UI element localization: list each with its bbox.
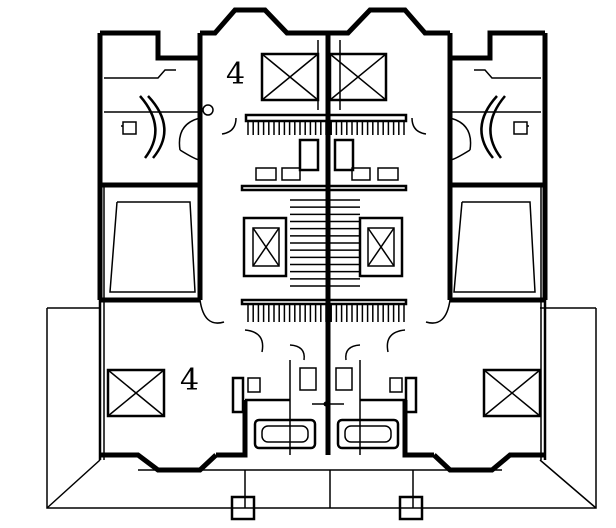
- toilets-lower: [299, 367, 353, 407]
- room-label-lower: 4: [180, 363, 199, 398]
- elevator-right: [358, 216, 404, 278]
- stair-core: [197, 100, 453, 455]
- sink-left: [231, 376, 261, 414]
- bathtub-left: [253, 418, 317, 450]
- room-label-upper: 4: [226, 57, 245, 92]
- bathtub-right: [336, 418, 400, 450]
- stair-treads-middle: [290, 199, 360, 287]
- terrace-outline: [46, 307, 597, 509]
- stair-treads-upper: [247, 121, 405, 135]
- bathrooms-lower: [216, 360, 434, 458]
- lower-right-wing: [432, 297, 545, 473]
- stair-treads-lower: [247, 304, 405, 322]
- lower-left-wing: [100, 297, 218, 473]
- desk-chair-right: [480, 95, 529, 159]
- elevator-left: [242, 216, 288, 278]
- wardrobe-right: [453, 201, 536, 293]
- door-swings: [178, 104, 472, 324]
- column-footing-right: [398, 495, 424, 521]
- sink-right: [389, 376, 418, 414]
- column-footing-left: [230, 495, 256, 521]
- toilet-upper-left: [298, 138, 320, 172]
- wardrobe-left: [109, 201, 196, 293]
- upper-bedroom: [200, 7, 450, 185]
- fixtures-upper: [255, 167, 399, 181]
- door-swings-lower: [244, 329, 406, 361]
- toilet-upper-right: [333, 138, 355, 172]
- desk-chair-left: [121, 95, 166, 159]
- upper-left-wing: [97, 30, 203, 460]
- upper-right-wing: [447, 30, 548, 460]
